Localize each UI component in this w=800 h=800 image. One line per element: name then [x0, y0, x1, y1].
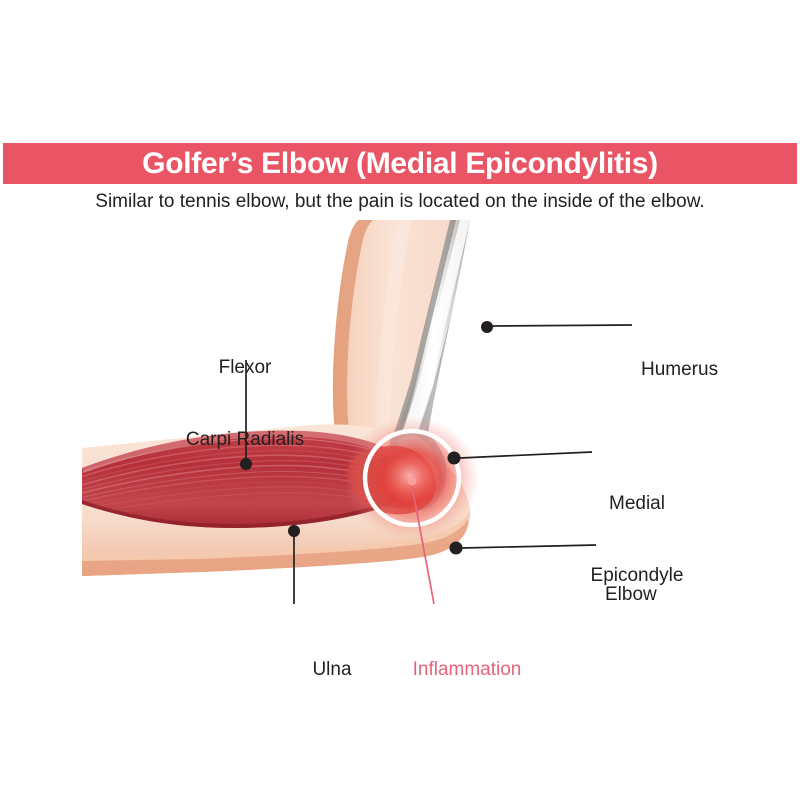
flexor-muscle-body [82, 430, 423, 528]
label-ulna: Ulna [272, 610, 392, 730]
elbow-anatomy-illustration [82, 220, 480, 576]
page-title: Golfer’s Elbow (Medial Epicondylitis) [142, 146, 658, 180]
label-ulna-line-1: Ulna [312, 659, 352, 680]
inflammation-glow-core [376, 446, 444, 506]
forearm-lower-shadow [82, 516, 469, 576]
title-banner: Golfer’s Elbow (Medial Epicondylitis) [3, 143, 797, 184]
label-inflammation: Inflammation [377, 610, 557, 730]
forearm-subcutaneous-line [82, 511, 470, 561]
label-humerus: Humerus [641, 310, 791, 430]
label-medial-epicondyle-line-2: Epicondyle [590, 565, 684, 586]
muscle-lower-border [82, 493, 408, 528]
label-flexor-line-2: Carpi Radialis [185, 429, 305, 450]
label-medial-epicondyle: Medial Epicondyle [557, 444, 717, 636]
humerus-bone-edge-left [387, 220, 458, 454]
humerus-bone-highlight [396, 220, 470, 456]
label-humerus-line-1: Humerus [641, 359, 719, 380]
inflammation-point [407, 476, 417, 486]
label-elbow: Elbow [605, 535, 745, 655]
label-medial-epicondyle-line-1: Medial [609, 493, 665, 514]
label-flexor-carpi-radialis: Flexor Carpi Radialis [155, 308, 335, 500]
label-elbow-line-1: Elbow [605, 584, 657, 605]
page-subtitle: Similar to tennis elbow, but the pain is… [95, 191, 705, 212]
muscle-upper-edge [82, 430, 416, 473]
label-flexor-line-1: Flexor [218, 357, 272, 378]
label-inflammation-line-1: Inflammation [412, 659, 522, 680]
